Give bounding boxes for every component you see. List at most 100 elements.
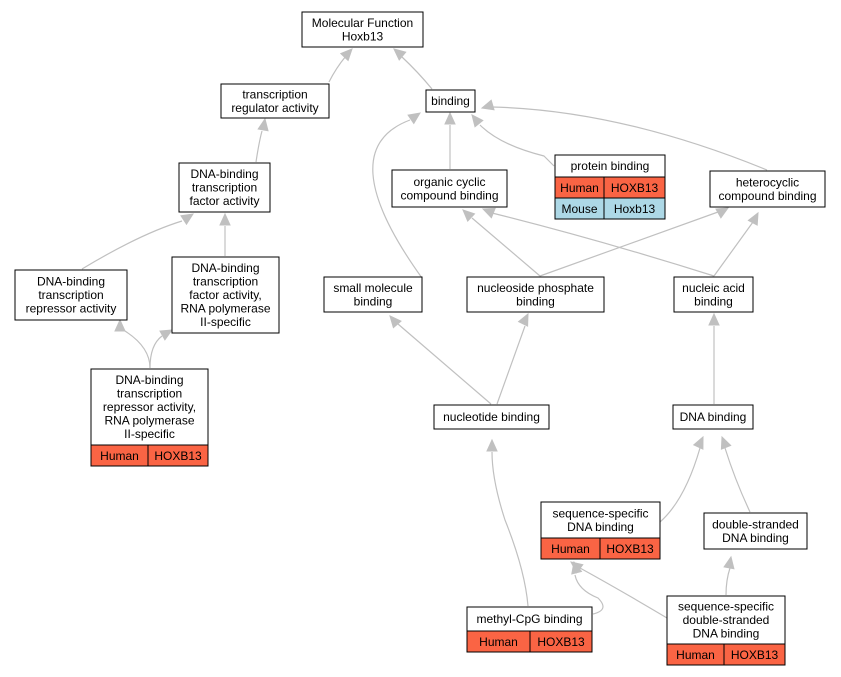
go-term-label: Molecular Function xyxy=(312,16,413,30)
go-term-box xyxy=(425,89,476,113)
go-term-label: DNA-binding xyxy=(191,261,259,275)
go-term-box xyxy=(709,170,826,208)
edge-line xyxy=(479,124,555,167)
edge-arrowhead xyxy=(159,329,174,341)
gene-cell xyxy=(603,197,666,220)
gene-label: HOXB13 xyxy=(611,181,659,195)
edge-arrowhead xyxy=(444,111,456,125)
gene-label: Hoxb13 xyxy=(614,202,656,216)
edge-arrowhead xyxy=(517,312,529,327)
edge-arrowhead xyxy=(723,555,735,570)
go-term-label: DNA binding xyxy=(680,410,747,424)
edge-line xyxy=(397,323,492,405)
go-term-label: transcription xyxy=(192,181,257,195)
edge-arrowhead xyxy=(114,318,126,332)
go-term-box xyxy=(301,11,424,48)
edge-line xyxy=(401,56,433,90)
edge-arrowhead xyxy=(257,117,269,132)
edge-line xyxy=(119,327,151,369)
go-term-node-dnab[interactable]: DNA binding xyxy=(672,404,754,430)
go-term-label: small molecule xyxy=(333,281,413,295)
gene-label: HOXB13 xyxy=(606,542,654,556)
go-term-label: nucleoside phosphate xyxy=(477,281,594,295)
gene-label: HOXB13 xyxy=(154,449,202,463)
edge-line xyxy=(491,212,715,277)
edge-line xyxy=(579,567,668,619)
edge-arrowhead xyxy=(339,48,353,62)
go-term-node-ntb[interactable]: nucleotide binding xyxy=(433,404,550,430)
edge-arrowhead xyxy=(708,312,720,326)
go-term-label: transcription xyxy=(242,87,307,101)
edge-arrowhead xyxy=(486,438,498,452)
go-term-label: binding xyxy=(431,94,470,108)
go-term-label: transcription xyxy=(193,275,258,289)
go-term-label: transcription xyxy=(38,288,103,302)
go-term-box xyxy=(466,276,605,313)
go-term-label: II-specific xyxy=(124,427,175,441)
edge-arrowhead xyxy=(471,114,484,128)
go-term-label: DNA binding xyxy=(567,520,634,534)
go-term-label: methyl-CpG binding xyxy=(476,612,582,626)
edge-line xyxy=(372,119,423,279)
gene-label: HOXB13 xyxy=(537,635,585,649)
gene-cell xyxy=(723,643,786,666)
species-label: Human xyxy=(560,181,599,195)
edge-arrowhead xyxy=(747,211,759,226)
go-term-label: regulator activity xyxy=(231,101,318,115)
go-term-node-binding[interactable]: binding xyxy=(425,89,476,113)
go-term-label: binding xyxy=(516,294,555,308)
go-term-box xyxy=(171,256,280,334)
go-term-label: protein binding xyxy=(571,159,650,173)
species-label: Mouse xyxy=(561,202,597,216)
go-term-label: double-stranded xyxy=(712,517,799,531)
edge-line xyxy=(574,574,604,615)
go-term-label: compound binding xyxy=(400,188,498,202)
node-layer: Molecular FunctionHoxb13transcriptionreg… xyxy=(14,11,826,666)
edge-line xyxy=(471,217,541,277)
edge-line xyxy=(491,451,529,607)
edge-line xyxy=(255,130,263,163)
edge-line xyxy=(725,567,731,596)
edge-line xyxy=(328,55,347,83)
go-term-label: compound binding xyxy=(718,189,816,203)
edge-line xyxy=(539,211,719,277)
edge-line xyxy=(81,220,183,270)
go-term-box xyxy=(178,162,271,213)
go-term-label: transcription xyxy=(117,387,182,401)
go-term-box xyxy=(220,83,330,119)
go-term-label: II-specific xyxy=(200,315,251,329)
go-term-label: heterocyclic xyxy=(736,175,799,189)
go-term-box xyxy=(672,404,754,430)
edge-line xyxy=(659,447,701,523)
edge-line xyxy=(724,447,751,513)
edge-arrowhead xyxy=(481,207,496,219)
edge-arrowhead xyxy=(389,315,402,329)
go-term-label: RNA polymerase xyxy=(180,302,270,316)
go-term-box xyxy=(673,276,754,313)
species-label: Human xyxy=(479,635,518,649)
gene-label: HOXB13 xyxy=(731,648,779,662)
edge-line xyxy=(496,325,526,405)
go-term-label: factor activity, xyxy=(189,288,261,302)
species-label: Human xyxy=(551,542,590,556)
go-term-label: repressor activity, xyxy=(103,400,196,414)
go-term-label: sequence-specific xyxy=(678,600,774,614)
go-term-label: DNA-binding xyxy=(115,373,183,387)
